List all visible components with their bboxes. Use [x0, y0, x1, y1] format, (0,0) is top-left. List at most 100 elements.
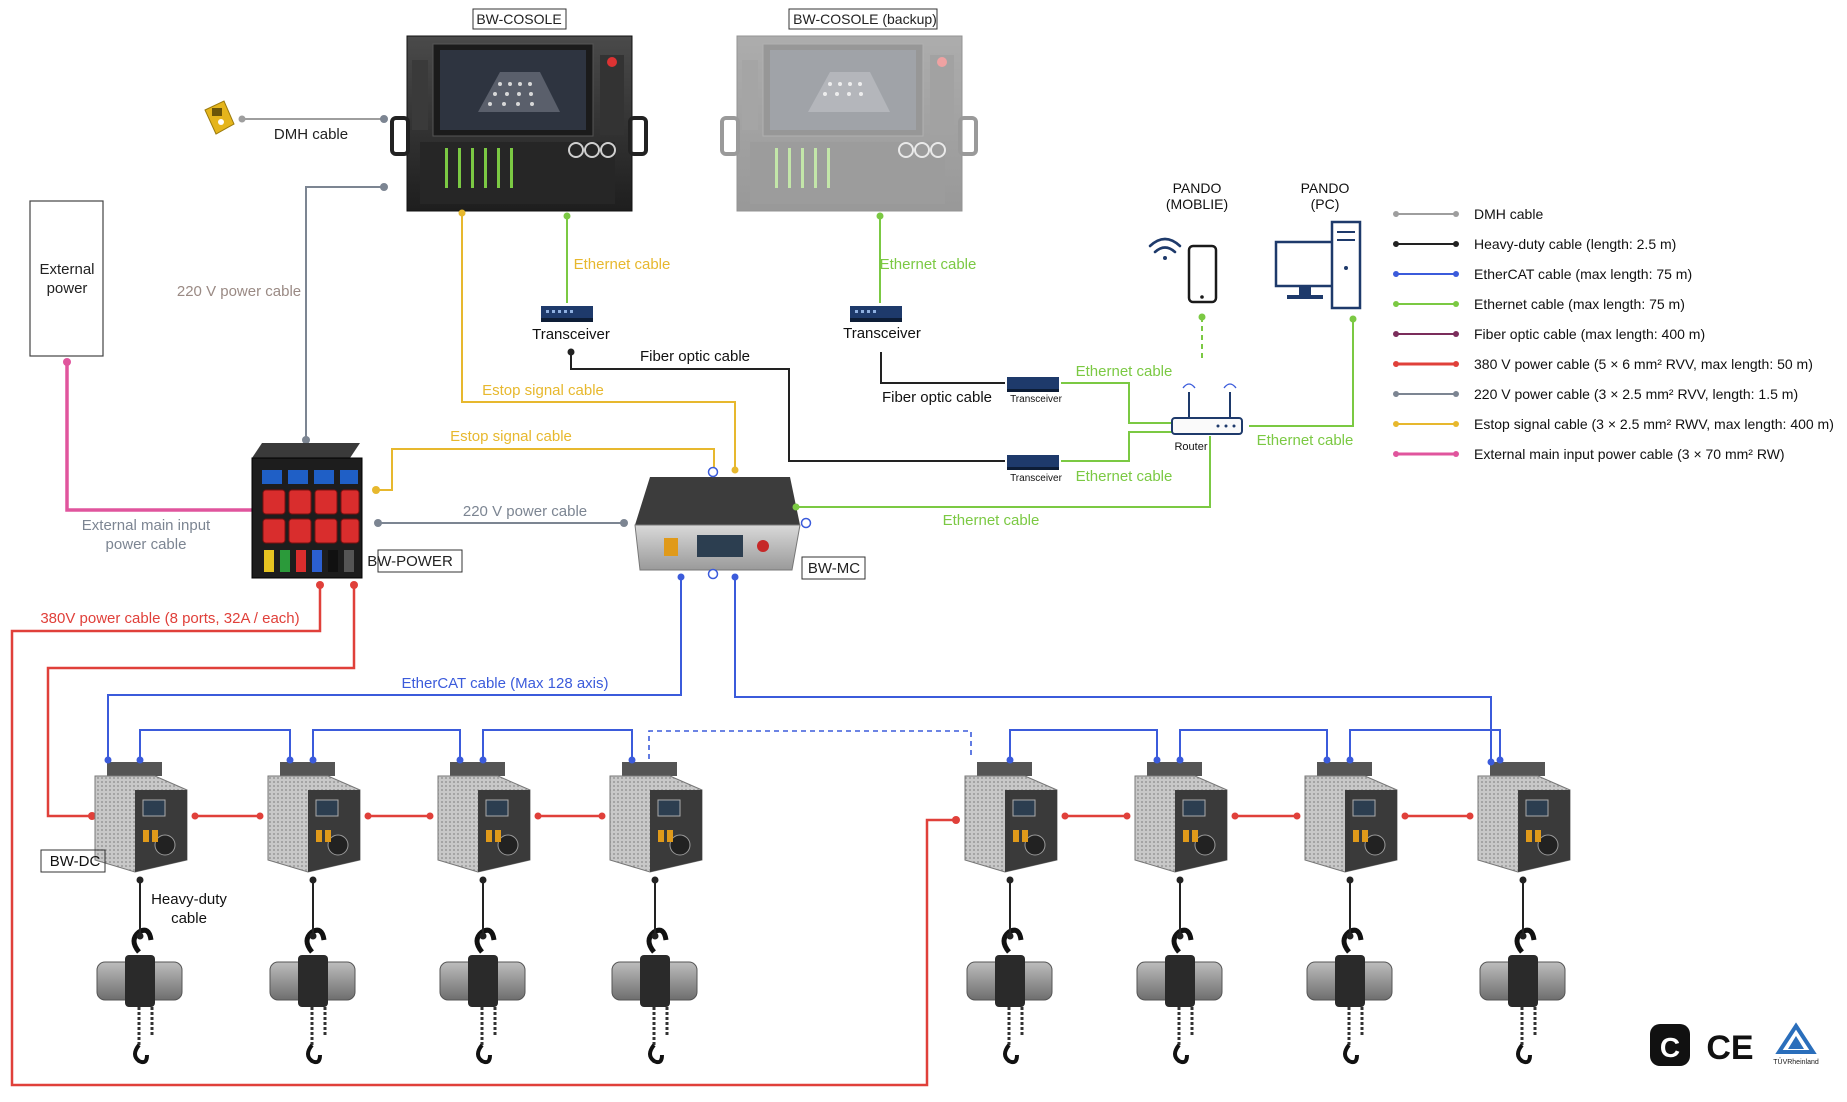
bw-power-label-box: [377, 549, 463, 573]
power-220-top-label: 220 V power cable: [177, 283, 301, 300]
desktop-pc-icon: [1274, 220, 1362, 310]
bw-console-backup: [720, 35, 978, 212]
power-380-label: 380V power cable (8 ports, 32A / each): [40, 610, 299, 627]
fiber-right-cable: [880, 352, 1005, 384]
legend-label: DMH cable: [1474, 206, 1543, 222]
legend-label: Estop signal cable (3 × 2.5 mm² RWV, max…: [1474, 416, 1834, 432]
transceiver-small-2: [1007, 455, 1059, 470]
fiber-left-cable: [570, 352, 1005, 462]
smartphone-icon: [1187, 244, 1218, 304]
heavy-duty-label-1: Heavy-duty: [151, 891, 227, 908]
legend-item: 380 V power cable (5 × 6 mm² RVV, max le…: [1393, 356, 1813, 372]
main-input-label-1: External main input: [82, 517, 211, 534]
main-input-label-2: power cable: [106, 536, 187, 553]
external-power-label-1: External: [39, 261, 94, 278]
driver-cabinet-icon: [1477, 762, 1571, 873]
ethernet-router-top: [1061, 382, 1172, 424]
ce-mark: CE: [1706, 1029, 1753, 1067]
hoist-icon: [611, 927, 698, 1065]
ci-certification-icon: C: [1650, 1024, 1690, 1066]
tuv-rheinland-icon: TÜVRheinland: [1773, 1022, 1819, 1066]
ethercat-link: [312, 729, 461, 760]
bw-mc-label-box: [801, 556, 866, 580]
power-220-console-cable: [305, 186, 384, 440]
driver-cabinet-icon: [437, 762, 531, 873]
ethercat-link: [1009, 729, 1158, 760]
fiber-right-label: Fiber optic cable: [882, 389, 992, 406]
legend-label: EtherCAT cable (max length: 75 m): [1474, 266, 1692, 282]
transceiver-left: [541, 306, 593, 322]
ethercat-link: [482, 729, 633, 760]
dmh-cable-label: DMH cable: [274, 126, 348, 143]
legend-label: 220 V power cable (3 × 2.5 mm² RVV, leng…: [1474, 386, 1798, 402]
transceiver-left-label: Transceiver: [532, 326, 610, 343]
hoist-icon: [1306, 927, 1393, 1065]
transceiver-right-label: Transceiver: [843, 325, 921, 342]
power-380-loop-cable: [10, 585, 956, 1087]
legend-label: Fiber optic cable (max length: 400 m): [1474, 326, 1705, 342]
router-device: [1171, 383, 1243, 435]
estop-top-label: Estop signal cable: [482, 382, 604, 399]
dmh-pendant-icon: [204, 100, 235, 135]
ethercat-link: [139, 729, 291, 760]
legend-item: Estop signal cable (3 × 2.5 mm² RWV, max…: [1393, 416, 1834, 432]
fiber-left-label: Fiber optic cable: [640, 348, 750, 365]
hoist-icon: [269, 927, 356, 1065]
ethernet-router-pc: [1249, 319, 1354, 427]
bw-power-unit: [251, 443, 363, 579]
legend-label: 380 V power cable (5 × 6 mm² RVV, max le…: [1474, 356, 1813, 372]
legend-item: Heavy-duty cable (length: 2.5 m): [1393, 236, 1676, 252]
legend-label: Ethernet cable (max length: 75 m): [1474, 296, 1685, 312]
ethernet-mc-label: Ethernet cable: [943, 512, 1040, 529]
bw-dc-label: BW-DC: [50, 853, 101, 870]
power-220-mid-label: 220 V power cable: [463, 503, 587, 520]
bw-mc-unit: [634, 466, 812, 580]
transceiver-right: [850, 306, 902, 322]
ethernet-router-mc: [796, 436, 1211, 508]
transceiver-small-1: [1007, 377, 1059, 392]
legend-item: Fiber optic cable (max length: 400 m): [1393, 326, 1705, 342]
external-power-box: [29, 200, 104, 357]
hoist-icon: [1479, 927, 1566, 1065]
ethercat-right-trunk: [734, 577, 1492, 761]
console-backup-label-box: [788, 8, 938, 30]
ethernet-left-label: Ethernet cable: [574, 256, 671, 273]
driver-cabinet-icon: [267, 762, 361, 873]
ethercat-link: [1349, 729, 1501, 760]
legend-item: DMH cable: [1393, 206, 1543, 222]
pando-pc-label-2: (PC): [1311, 196, 1340, 212]
bw-mc-label: BW-MC: [808, 560, 860, 577]
tuv-text: TÜVRheinland: [1773, 1058, 1819, 1066]
pando-pc-label-1: PANDO: [1301, 180, 1350, 196]
bw-dc-label-box: [40, 849, 106, 873]
transceiver-small-2-label: Transceiver: [1010, 473, 1063, 484]
ethernet-router-bottom-label: Ethernet cable: [1076, 468, 1173, 485]
wifi-icon: [1148, 237, 1182, 260]
transceiver-small-1-label: Transceiver: [1010, 394, 1063, 405]
external-power-label-2: power: [47, 280, 88, 297]
main-input-power-cable: [65, 362, 260, 512]
estop-cable-console-mc: [461, 213, 736, 468]
ethernet-pc-label: Ethernet cable: [1257, 432, 1354, 449]
ethercat-link: [1179, 729, 1328, 760]
driver-cabinet-icon: [964, 762, 1058, 873]
legend-label: Heavy-duty cable (length: 2.5 m): [1474, 236, 1676, 252]
legend-item: Ethernet cable (max length: 75 m): [1393, 296, 1685, 312]
legend-item: External main input power cable (3 × 70 …: [1393, 446, 1785, 462]
pando-mobile-label-2: (MOBLIE): [1166, 196, 1228, 212]
driver-cabinet-icon: [1134, 762, 1228, 873]
pando-mobile-label-1: PANDO: [1173, 180, 1222, 196]
legend-item: EtherCAT cable (max length: 75 m): [1393, 266, 1692, 282]
driver-cabinet-icon: [609, 762, 703, 873]
ethercat-label: EtherCAT cable (Max 128 axis): [401, 675, 608, 692]
hoist-icon: [96, 927, 183, 1065]
hoist-icon: [966, 927, 1053, 1065]
console-main-label-box: [472, 8, 567, 30]
ethernet-right-label: Ethernet cable: [880, 256, 977, 273]
legend-item: 220 V power cable (3 × 2.5 mm² RVV, leng…: [1393, 386, 1798, 402]
bw-power-label: BW-POWER: [367, 553, 453, 570]
estop-cable-power-mc: [376, 448, 715, 491]
